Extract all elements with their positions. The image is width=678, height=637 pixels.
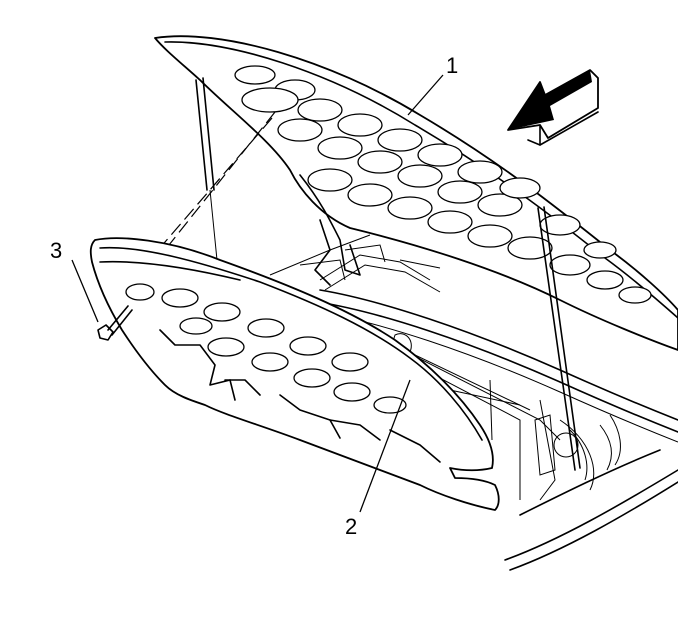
hood-prop-rod [537, 206, 581, 471]
hood-insulator [89, 237, 500, 511]
callout-hood: 1 [446, 53, 458, 78]
insulator-holes [125, 283, 407, 414]
hood-strut [195, 77, 219, 271]
front-direction-arrow-icon [507, 69, 599, 146]
engine-bay [299, 244, 678, 443]
leader-lines [71, 74, 444, 513]
retainer-push-pin [97, 305, 133, 341]
callout-insulator: 2 [345, 514, 357, 539]
callout-retainer: 3 [50, 238, 62, 263]
hood-holes [234, 65, 652, 304]
